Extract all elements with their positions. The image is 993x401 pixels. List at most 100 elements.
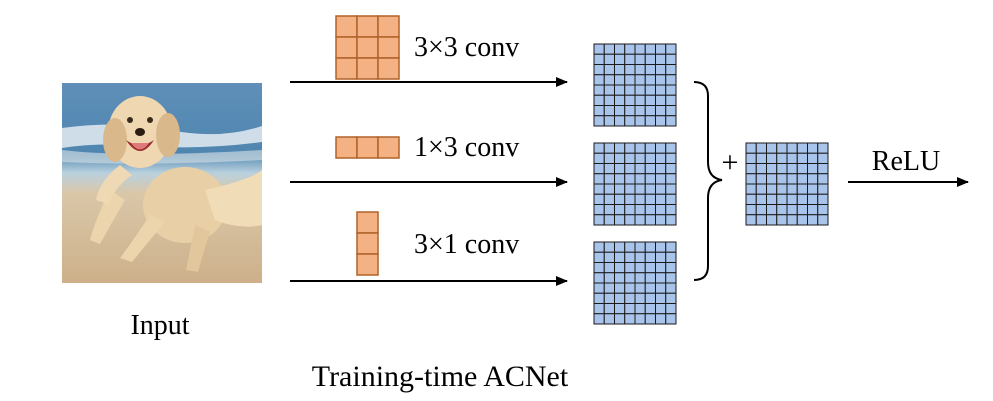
feature-map-cell xyxy=(817,183,829,195)
feature-map-cell xyxy=(593,251,605,263)
feature-map-cell xyxy=(634,43,646,55)
feature-map-cell xyxy=(807,173,819,185)
feature-map-cell xyxy=(776,163,788,175)
feature-map-cell xyxy=(665,173,677,185)
feature-map-cell xyxy=(745,173,757,185)
feature-map-cell xyxy=(624,193,636,205)
feature-map-cell xyxy=(776,193,788,205)
feature-map-cell xyxy=(614,64,626,76)
feature-map-summed xyxy=(745,142,829,226)
feature-map-cell xyxy=(603,43,615,55)
branch-arrows xyxy=(290,77,568,286)
feature-map-cell xyxy=(766,173,778,185)
feature-map-cell xyxy=(614,152,626,164)
feature-map-cell xyxy=(603,214,615,226)
feature-map-cell xyxy=(665,262,677,274)
feature-map-cell xyxy=(614,251,626,263)
feature-map-cell xyxy=(624,94,636,106)
feature-map-cell xyxy=(807,204,819,216)
feature-map-cell xyxy=(593,313,605,325)
feature-map-cell xyxy=(817,214,829,226)
feature-map-cell xyxy=(665,313,677,325)
feature-map-cell xyxy=(614,193,626,205)
feature-map-cell xyxy=(593,282,605,294)
feature-map-cell xyxy=(624,152,636,164)
feature-map-cell xyxy=(634,282,646,294)
feature-map-cell xyxy=(655,262,667,274)
feature-map-cell xyxy=(644,272,656,284)
feature-map-cell xyxy=(786,183,798,195)
feature-map-cell xyxy=(665,74,677,86)
feature-map-cell xyxy=(614,142,626,154)
feature-map-cell xyxy=(624,142,636,154)
feature-map-cell xyxy=(655,241,667,253)
feature-map-cell xyxy=(603,84,615,96)
feature-map-cell xyxy=(593,74,605,86)
feature-map-cell xyxy=(655,313,667,325)
kernel-cell xyxy=(356,57,379,80)
feature-map-cell xyxy=(796,193,808,205)
feature-map-cell xyxy=(644,142,656,154)
branch-label-3x1: 3×1 conv xyxy=(414,229,519,260)
feature-map-cell xyxy=(776,173,788,185)
feature-map-cell xyxy=(614,94,626,106)
feature-map-cell xyxy=(603,313,615,325)
feature-map-cell xyxy=(614,173,626,185)
feature-map-cell xyxy=(593,214,605,226)
feature-map-cell xyxy=(644,183,656,195)
relu-label: ReLU xyxy=(872,146,940,177)
feature-map-cell xyxy=(665,142,677,154)
feature-map-cell xyxy=(634,115,646,127)
feature-map-cell xyxy=(796,152,808,164)
feature-map-cell xyxy=(796,204,808,216)
kernel-cell xyxy=(356,211,379,234)
feature-map-cell xyxy=(817,204,829,216)
feature-map-cell xyxy=(776,183,788,195)
feature-map-cell xyxy=(624,303,636,315)
kernel-cell xyxy=(356,232,379,255)
feature-map-cell xyxy=(745,204,757,216)
feature-map-cell xyxy=(796,214,808,226)
feature-map-cell xyxy=(755,142,767,154)
feature-map-cell xyxy=(665,84,677,96)
feature-map-cell xyxy=(634,53,646,65)
feature-map-cell xyxy=(655,53,667,65)
feature-map-cell xyxy=(614,74,626,86)
feature-map-cell xyxy=(603,303,615,315)
kernel-cell xyxy=(356,136,379,159)
branch-label-1x3: 1×3 conv xyxy=(414,132,519,163)
feature-map-cell xyxy=(614,272,626,284)
feature-map-cell xyxy=(593,262,605,274)
feature-map-cell xyxy=(614,282,626,294)
feature-map-cell xyxy=(665,193,677,205)
feature-map-cell xyxy=(766,204,778,216)
feature-map-cell xyxy=(655,94,667,106)
feature-map-cell xyxy=(634,193,646,205)
feature-map-cell xyxy=(624,74,636,86)
kernel-cell xyxy=(335,136,358,159)
feature-map-cell xyxy=(665,94,677,106)
feature-map-cell xyxy=(624,53,636,65)
feature-map-cell xyxy=(665,272,677,284)
feature-map-cell xyxy=(624,84,636,96)
feature-map-cell xyxy=(817,173,829,185)
feature-map-cell xyxy=(665,214,677,226)
feature-map-cell xyxy=(644,64,656,76)
feature-map-cell xyxy=(776,214,788,226)
feature-map-cell xyxy=(603,74,615,86)
feature-map-cell xyxy=(655,204,667,216)
feature-map-cell xyxy=(603,163,615,175)
kernel-cell xyxy=(335,36,358,59)
feature-map-cell xyxy=(807,193,819,205)
feature-map-cell xyxy=(644,303,656,315)
feature-map-cell xyxy=(624,313,636,325)
feature-map-cell xyxy=(624,204,636,216)
kernel-cell xyxy=(377,36,400,59)
feature-map-3x1-output xyxy=(593,241,677,325)
feature-map-cell xyxy=(603,292,615,304)
feature-map-cell xyxy=(593,303,605,315)
feature-map-cell xyxy=(624,282,636,294)
feature-map-cell xyxy=(624,163,636,175)
feature-map-cell xyxy=(665,303,677,315)
